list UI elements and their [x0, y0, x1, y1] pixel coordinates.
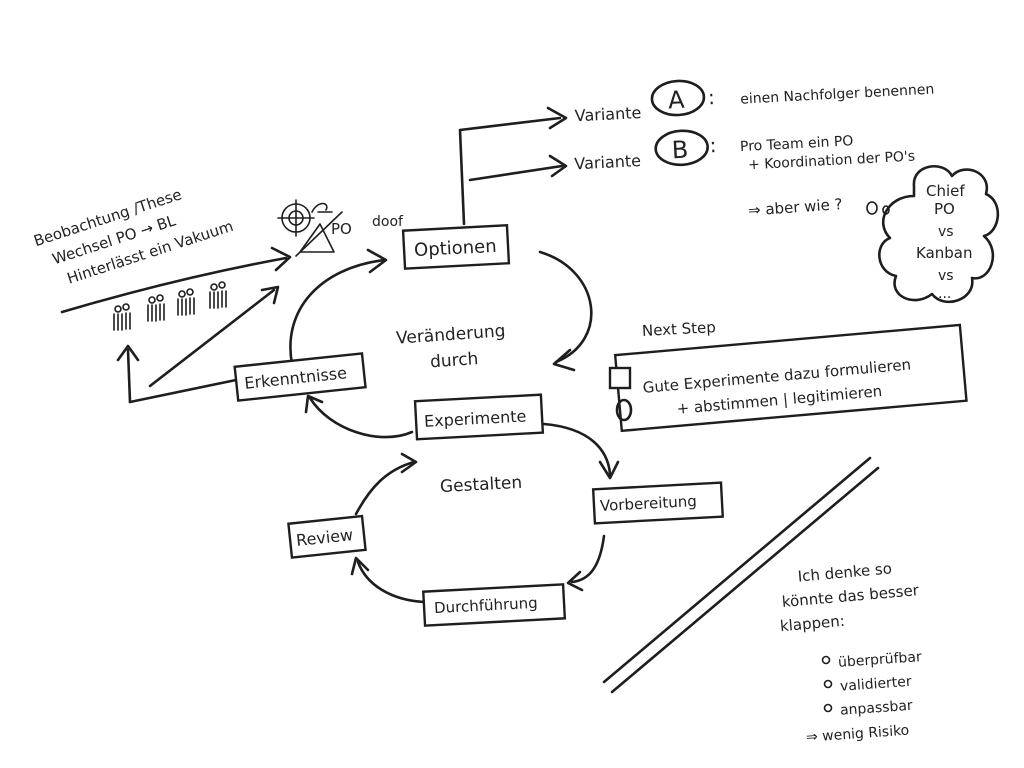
variante-a-letter: A: [667, 86, 685, 115]
arrow-review-to-experimente: [354, 460, 416, 516]
center-label-1: Veränderung: [395, 321, 506, 349]
bullet-icon: [821, 655, 831, 665]
arrow-to-variante-b: [468, 164, 564, 182]
arrow-experimente-to-vorbereitung: [542, 422, 612, 476]
cloud-text-4: Kanban: [916, 244, 973, 262]
arrow-to-variante-a: [458, 116, 562, 226]
variante-b: Variante B :: [574, 129, 717, 173]
conclusion-line-3: klappen:: [779, 612, 845, 636]
crossed-out-target-icon: [277, 199, 343, 257]
arrow-durchfuehrung-to-review: [356, 560, 426, 604]
conclusion-bullet-1: überprüfbar: [838, 649, 923, 671]
cloud-shape: [878, 165, 1000, 304]
next-step-bullet: [615, 398, 633, 422]
variante-b-colon: :: [709, 133, 717, 157]
next-step-box: [613, 323, 968, 433]
bullet-icon: [823, 679, 833, 689]
cloud-text-2: PO: [934, 200, 955, 218]
variante-b-label: Variante: [574, 151, 641, 173]
cloud-text-6: ...: [938, 286, 951, 302]
next-step-title: Next Step: [642, 318, 717, 340]
variante-a-label: Variante: [574, 103, 641, 125]
cloud-text-3: vs: [938, 224, 954, 240]
node-optionen: Optionen: [401, 223, 511, 270]
arrow-experimente-to-erkenntnisse: [308, 396, 414, 439]
question-text: ⇒ aber wie ?: [747, 195, 843, 220]
node-vorbereitung: Vorbereitung: [591, 481, 725, 525]
conclusion-bullet-2: validierter: [840, 674, 913, 695]
trend-arrow: [60, 256, 288, 314]
variante-a: Variante A :: [574, 79, 715, 125]
node-experimente: Experimente: [413, 393, 545, 441]
node-durchfuehrung: Durchführung: [421, 583, 567, 627]
conclusion-final: ⇒ wenig Risiko: [806, 723, 910, 746]
variante-b-letter: B: [671, 135, 689, 164]
doof-label: doof: [372, 214, 404, 230]
conclusion-line-1: Ich denke so: [797, 559, 893, 585]
conclusion-note: Ich denke so könnte das besser klappen:: [779, 559, 920, 636]
arrow-optionen-to-experimente: [538, 250, 593, 364]
center-label-3: Gestalten: [439, 473, 522, 497]
node-durchfuehrung-label: Durchführung: [434, 594, 538, 617]
arrow-up-left: [126, 348, 132, 404]
conclusion-line-2: könnte das besser: [781, 581, 920, 611]
people-icon: [113, 281, 227, 331]
arrow-vorbereitung-to-durchfuehrung: [570, 534, 606, 584]
node-review: Review: [287, 514, 367, 559]
cloud-text-1: Chief: [926, 182, 965, 200]
node-vorbereitung-label: Vorbereitung: [600, 492, 698, 515]
center-label-2: durch: [429, 349, 479, 372]
conclusion-bullet-3: anpassbar: [840, 698, 914, 719]
arrow-erkenntnisse-to-optionen: [289, 258, 386, 366]
variante-a-text: einen Nachfolger benennen: [740, 82, 935, 108]
struck-po-label: PO: [331, 220, 352, 238]
next-step-checkbox: [608, 366, 632, 390]
variante-b-text-1: Pro Team ein PO: [740, 133, 854, 155]
bullet-icon: [823, 703, 833, 713]
divider-line: [602, 456, 872, 684]
cloud-text-5: vs: [938, 268, 954, 284]
variante-a-colon: :: [707, 85, 715, 109]
node-erkenntnisse: Erkenntnisse: [233, 352, 367, 402]
node-optionen-label: Optionen: [414, 236, 498, 261]
